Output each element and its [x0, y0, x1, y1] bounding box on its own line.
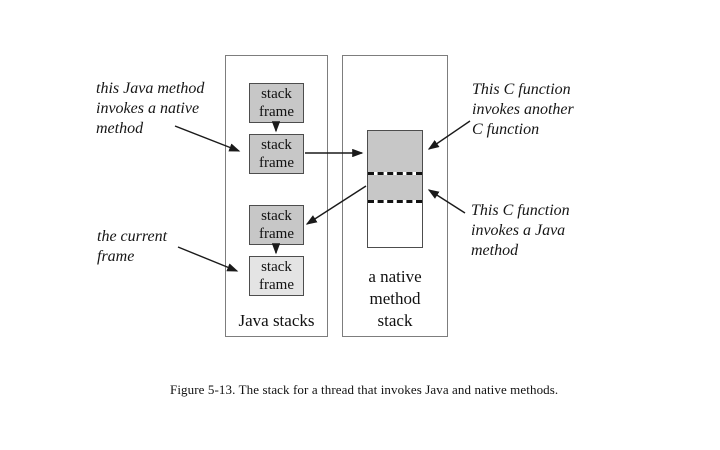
current-frame-annotation: the current frame: [97, 228, 168, 265]
stack-frame-1: stack frame: [249, 83, 304, 123]
native-frame-top-section: [368, 131, 422, 172]
stack-frame-current: stack frame: [249, 256, 304, 296]
native-stack-title: a native method stack: [368, 267, 422, 330]
c-invokes-java-annotation: This C function invokes a Java method: [471, 202, 570, 259]
java-stacks-title: Java stacks: [238, 311, 315, 330]
java-method-annotation: this Java method invokes a native method: [96, 80, 205, 137]
native-stack-frame-box: [367, 130, 423, 248]
native-frame-middle-section: [368, 175, 422, 200]
stack-frame-3: stack frame: [249, 205, 304, 245]
stack-frame-2: stack frame: [249, 134, 304, 174]
native-frame-divider-2: [368, 200, 422, 203]
c-invokes-c-annotation: This C function invokes another C functi…: [472, 81, 574, 138]
figure-caption: Figure 5-13. The stack for a thread that…: [170, 382, 559, 397]
native-frame-divider-1: [368, 172, 422, 175]
